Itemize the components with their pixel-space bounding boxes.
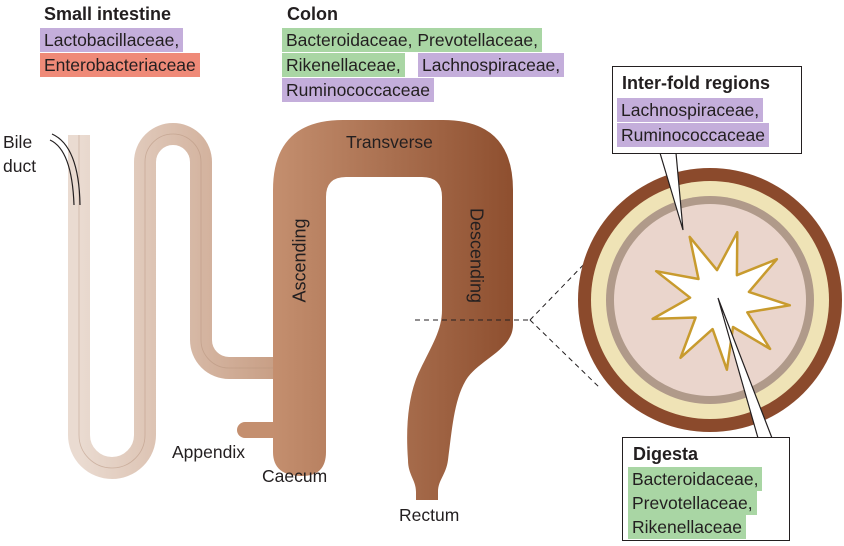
interfold-family-2: Ruminococcaceae [617, 123, 769, 147]
rectum-label: Rectum [399, 505, 459, 526]
digesta-family-1: Bacteroidaceae, [628, 467, 762, 491]
ascending-label: Ascending [290, 213, 311, 309]
colon-families-line1: Bacteroidaceae, Prevotellaceae, [282, 28, 542, 52]
interfold-heading: Inter-fold regions [622, 73, 770, 94]
interfold-family-1: Lachnospiraceae, [617, 98, 763, 122]
descending-label: Descending [466, 204, 487, 308]
digesta-family-2: Prevotellaceae, [628, 491, 757, 515]
duct-label: duct [3, 156, 36, 177]
small-intestine-outline [79, 134, 280, 468]
digesta-heading: Digesta [633, 444, 698, 465]
caecum-label: Caecum [262, 466, 327, 487]
transverse-label: Transverse [346, 132, 433, 153]
colon-families-line2: Rikenellaceae, [282, 53, 405, 77]
colon-families-line4: Ruminococcaceae [282, 78, 434, 102]
bile-label: Bile [3, 132, 32, 153]
small-intestine-heading: Small intestine [44, 4, 171, 25]
colon [273, 120, 513, 500]
appendix-label: Appendix [172, 442, 245, 463]
colon-families-line3: Lachnospiraceae, [418, 53, 564, 77]
small-intestine [79, 134, 280, 468]
family-lactobacillaceae: Lactobacillaceae, [40, 28, 183, 52]
family-enterobacteriaceae: Enterobacteriaceae [40, 53, 200, 77]
colon-heading: Colon [287, 4, 338, 25]
digesta-family-3: Rikenellaceae [628, 515, 746, 539]
